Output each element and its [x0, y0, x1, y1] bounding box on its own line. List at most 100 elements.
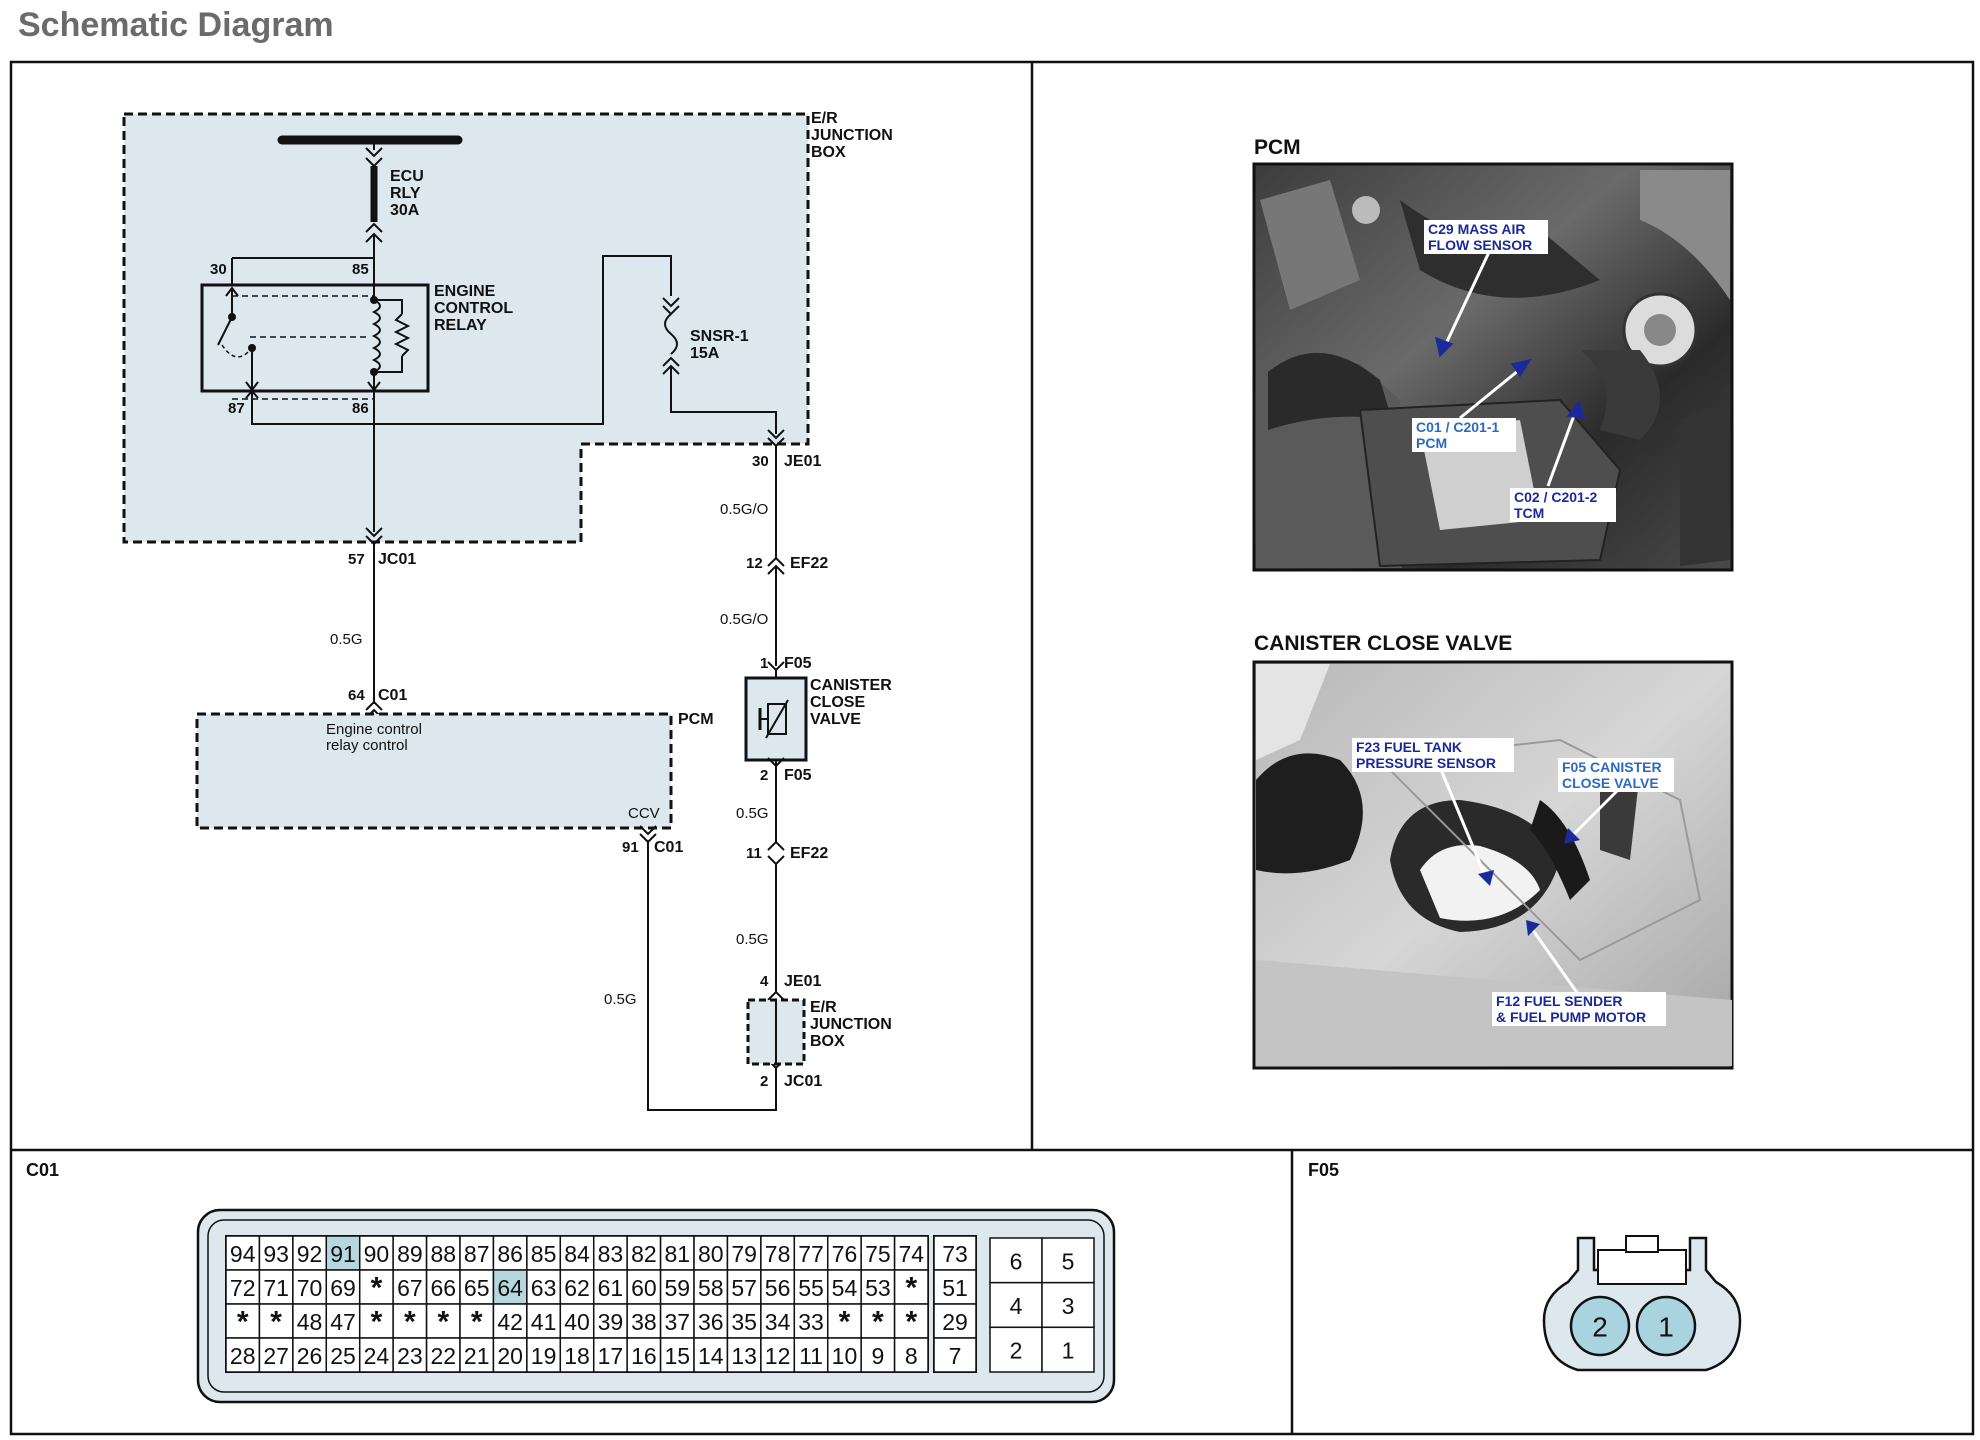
c01-pin-2: 2 [989, 1326, 1043, 1373]
c01-pin-67-label: 67 [397, 1275, 423, 1301]
c01-pin-34-label: 34 [765, 1309, 791, 1335]
c01-pin-18: 18 [559, 1337, 595, 1373]
er-box-label-3: BOX [811, 144, 846, 161]
c01-pin-61-label: 61 [598, 1275, 624, 1301]
c01-pin-20: 20 [492, 1337, 528, 1373]
c01-pin-3: 3 [1041, 1281, 1095, 1329]
c01-pin-empty-label: * [237, 1306, 249, 1339]
c01-pin-87-label: 87 [464, 1241, 490, 1267]
c01-pin-94: 94 [225, 1235, 261, 1271]
c01-pin-38-label: 38 [631, 1309, 657, 1335]
c01-pin-91: 91 [325, 1235, 361, 1271]
pcm-text-2: relay control [326, 737, 408, 754]
c01-pin-24-label: 24 [364, 1343, 390, 1369]
c01-pin-85-label: 85 [531, 1241, 557, 1267]
c01-pin-29-label: 29 [942, 1309, 968, 1335]
er-box2-label-3: BOX [810, 1033, 845, 1050]
c01-pin-60: 60 [626, 1269, 662, 1305]
c01-pin-22-label: 22 [430, 1343, 456, 1369]
c01-pin-13: 13 [726, 1337, 762, 1373]
pcm-label: PCM [678, 711, 714, 728]
c01-pin-7-label: 7 [949, 1343, 962, 1369]
c01-pin-64-label: 64 [497, 1275, 523, 1301]
f05-top-pin: 1 [760, 655, 768, 672]
wire-label-4: 0.5G [736, 931, 769, 948]
canister-callout-f05-2: CLOSE VALVE [1562, 775, 1659, 791]
c01-pin-59: 59 [659, 1269, 695, 1305]
c01-pin-15: 15 [659, 1337, 695, 1373]
c01-pin-25: 25 [325, 1337, 361, 1373]
c01-pin-54: 54 [826, 1269, 862, 1305]
c01-pin-21: 21 [459, 1337, 495, 1373]
pcm-callout-c29-1: C29 MASS AIR [1428, 221, 1526, 237]
c01-pin-89-label: 89 [397, 1241, 423, 1267]
c01-pin-empty-label: * [371, 1306, 383, 1339]
c01-pin-66: 66 [425, 1269, 461, 1305]
c01-pin-empty-label: * [404, 1306, 416, 1339]
relay-pin-86: 86 [352, 400, 369, 417]
c01-pin-88-label: 88 [430, 1241, 456, 1267]
c01-pin-40-label: 40 [564, 1309, 590, 1335]
c01-pin-18-label: 18 [564, 1343, 590, 1369]
relay-label-3: RELAY [434, 317, 487, 334]
c01-pin-56: 56 [760, 1269, 796, 1305]
c01-pin-75-label: 75 [865, 1241, 891, 1267]
pcm-callout-c02-1: C02 / C201-2 [1514, 489, 1597, 505]
c01-pin-empty: * [459, 1303, 495, 1339]
c01-pin-23-label: 23 [397, 1343, 423, 1369]
c01-pin-empty-label: * [872, 1306, 884, 1339]
c01-pin-28-label: 28 [230, 1343, 256, 1369]
c01-pin-92-label: 92 [297, 1241, 323, 1267]
f05-connector-label: F05 [1308, 1160, 1339, 1180]
c01-pin-76-label: 76 [832, 1241, 858, 1267]
c01-pin-41: 41 [526, 1303, 562, 1339]
canister-photo-title: CANISTER CLOSE VALVE [1254, 632, 1512, 655]
pcm-callout-c29-2: FLOW SENSOR [1428, 237, 1532, 253]
er-junction-box-region [122, 112, 810, 544]
c01-pin-empty: * [358, 1303, 394, 1339]
c01-pin-empty-label: * [905, 1272, 917, 1305]
c01-pin-71: 71 [258, 1269, 294, 1305]
c01-pin-80-label: 80 [698, 1241, 724, 1267]
ccv-label: CCV [628, 805, 660, 822]
engine-control-relay [200, 283, 430, 400]
c01-pin-11-label: 11 [799, 1343, 823, 1369]
ef22-top-name: EF22 [790, 555, 828, 572]
c01-pin-63: 63 [526, 1269, 562, 1305]
valve-label-1: CANISTER [810, 677, 892, 694]
c01-pin-33: 33 [793, 1303, 829, 1339]
f05-pin-2: 2 [1569, 1295, 1631, 1357]
c01-pin-64-name: C01 [378, 687, 407, 704]
ecu-relay-fuse [365, 140, 383, 258]
c01-pin-82-label: 82 [631, 1241, 657, 1267]
je01-top-name: JE01 [784, 453, 821, 470]
snsr-fuse-label-2: 15A [690, 345, 720, 362]
c01-pin-7: 7 [933, 1337, 977, 1373]
c01-pin-58-label: 58 [698, 1275, 724, 1301]
c01-pin-10: 10 [826, 1337, 862, 1373]
c01-pin-65-label: 65 [464, 1275, 490, 1301]
c01-pin-14-label: 14 [698, 1343, 724, 1369]
c01-pin-36: 36 [693, 1303, 729, 1339]
ecu-fuse-label-1: ECU [390, 168, 424, 185]
c01-pin-55-label: 55 [798, 1275, 824, 1301]
pcm-region [195, 712, 673, 830]
pcm-photo-title: PCM [1254, 136, 1301, 159]
c01-pin-12-label: 12 [765, 1343, 791, 1369]
je01-bottom-pin: 4 [760, 973, 769, 990]
c01-pin-35-label: 35 [731, 1309, 757, 1335]
er-box2-label-2: JUNCTION [810, 1016, 892, 1033]
ecu-fuse-label-3: 30A [390, 202, 420, 219]
valve-label-3: VALVE [810, 711, 861, 728]
c01-pin-19-label: 19 [531, 1343, 557, 1369]
c01-pin-42-label: 42 [497, 1309, 523, 1335]
c01-pin-6-label: 6 [1010, 1248, 1023, 1274]
c01-pin-26-label: 26 [297, 1343, 323, 1369]
c01-pin-28: 28 [225, 1337, 261, 1373]
c01-pin-empty: * [893, 1303, 929, 1339]
c01-pin-64-label: 64 [348, 687, 365, 704]
c01-pin-70: 70 [292, 1269, 328, 1305]
c01-pin-78-label: 78 [765, 1241, 791, 1267]
relay-label-2: CONTROL [434, 300, 513, 317]
